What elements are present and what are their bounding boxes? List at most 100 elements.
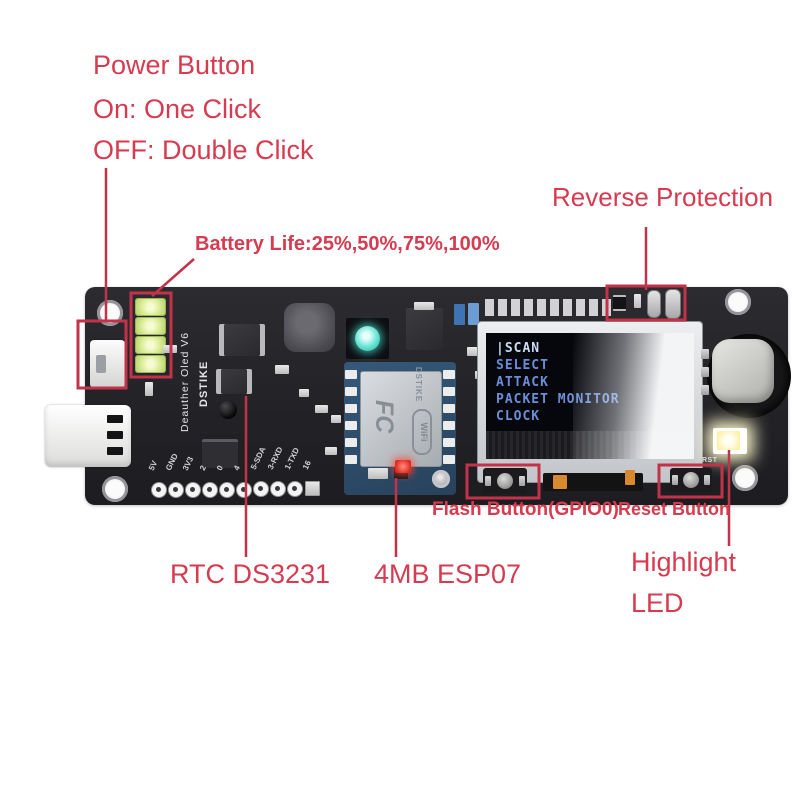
- battery-led-25: [135, 355, 166, 373]
- blue-smd-component: [454, 304, 465, 325]
- button-clip: [672, 475, 678, 485]
- button-clip: [485, 476, 491, 486]
- smd-component: [325, 447, 337, 455]
- menu-item-clock: CLOCK: [496, 409, 541, 424]
- oled-display: |SCAN SELECT ATTACK PACKET MONITOR CLOCK: [478, 322, 702, 482]
- module-pad: [345, 404, 357, 413]
- pin-hole-4: [236, 482, 252, 498]
- menu-cursor: |: [496, 341, 505, 356]
- pin-label: 16: [300, 459, 313, 471]
- module-pad: [443, 438, 455, 447]
- rgb-neopixel-led: [346, 318, 389, 359]
- battery-led-75: [135, 317, 166, 335]
- button-clip: [519, 476, 525, 486]
- module-pad: [345, 421, 357, 430]
- reverse-protection-component: [647, 290, 661, 318]
- pin-label: 5V: [146, 459, 160, 472]
- reverse-protection-label: Reverse Protection: [552, 182, 774, 212]
- silkscreen-board-name: Deauther Oled V6: [179, 331, 191, 432]
- fcc-logo: FC: [370, 399, 399, 434]
- smd-component: [315, 405, 328, 413]
- kapton-tab: [553, 475, 567, 489]
- button-clip: [704, 475, 710, 485]
- reverse-protection-component: [665, 289, 681, 319]
- pin-hole-0: [219, 482, 235, 498]
- smd-component: [299, 389, 309, 397]
- battery-led-50: [135, 336, 166, 354]
- nav-button-pin: [701, 367, 709, 377]
- module-pad: [443, 370, 455, 379]
- pin-hole-gnd: [168, 482, 184, 498]
- nav-button: [712, 339, 774, 403]
- pin-label: 3V3: [180, 455, 196, 472]
- module-pad: [345, 438, 357, 447]
- module-pad: [345, 387, 357, 396]
- module-pad: [345, 455, 357, 464]
- rst-silkscreen-label: RST: [702, 457, 718, 464]
- voltage-regulator: [406, 302, 443, 350]
- reset-button-cap: [683, 472, 699, 488]
- micro-usb-connector: [45, 405, 131, 467]
- esp07-metal-shield: FC DSTIKE WiFi: [360, 367, 442, 467]
- module-brand-label: DSTIKE: [414, 366, 424, 403]
- menu-item-scan: |SCAN: [496, 341, 541, 356]
- module-pad: [443, 387, 455, 396]
- smd-component: [145, 382, 153, 396]
- module-pad: [345, 370, 357, 379]
- usb-contact: [107, 415, 123, 423]
- usb-contact: [107, 431, 123, 439]
- smd-component: [467, 347, 479, 356]
- pin-hole-txd: [287, 481, 303, 497]
- mounting-hole-bottom-right: [732, 465, 758, 491]
- power-button-component: [90, 340, 125, 388]
- deauther-pcb-board: Deauther Oled V6 DSTIKE: [45, 287, 791, 505]
- power-inductor: [284, 303, 335, 352]
- pin-hole-2: [202, 482, 218, 498]
- mounting-hole-top-right: [725, 289, 751, 315]
- ufl-antenna-connector: [432, 470, 450, 488]
- nav-button-pin: [701, 385, 709, 395]
- pin-label: 1-TXD: [282, 446, 302, 471]
- rtc-ds3231-chip: [221, 369, 247, 394]
- module-pad: [443, 421, 455, 430]
- status-led-red: [395, 460, 411, 473]
- pin-label: GND: [163, 452, 180, 472]
- usb-contact: [107, 447, 123, 455]
- regulator-tab: [414, 302, 434, 310]
- oled-screen: |SCAN SELECT ATTACK PACKET MONITOR CLOCK: [486, 333, 694, 459]
- pin-hole-5v: [151, 482, 167, 498]
- qfn-chip: [202, 439, 238, 468]
- mounting-hole-top-left: [97, 300, 123, 326]
- blue-smd-component: [468, 303, 479, 325]
- test-point: [219, 401, 237, 419]
- soic-chip: [224, 324, 260, 356]
- screen-glare: [573, 333, 694, 459]
- reverse-protection-smd: [634, 294, 641, 308]
- pin-hole-16: [305, 481, 320, 496]
- power-label-line1: Power Button: [93, 50, 256, 80]
- pin-label: 4: [231, 464, 242, 472]
- mounting-hole-bottom-left: [102, 476, 128, 502]
- reverse-protection-diode: [613, 295, 626, 311]
- reset-button-label: Reset Button: [618, 499, 730, 519]
- smd-component: [331, 415, 341, 423]
- wifi-logo: WiFi: [412, 409, 432, 455]
- highlight-led: [713, 428, 747, 454]
- battery-life-label: Battery Life:25%,50%,75%,100%: [195, 233, 500, 255]
- flash-button-cap: [497, 473, 513, 489]
- pin-hole-3v3: [185, 482, 201, 498]
- module-smd: [368, 468, 388, 479]
- flash-button-component: [483, 468, 527, 494]
- menu-item-select: SELECT: [496, 358, 549, 373]
- top-header-pads: [485, 299, 611, 316]
- power-label-line3: OFF: Double Click: [93, 135, 314, 165]
- pin-label: 3-RXD: [265, 445, 285, 471]
- esp-label: 4MB ESP07: [374, 559, 522, 589]
- battery-led-100: [135, 298, 166, 316]
- module-pad: [443, 404, 455, 413]
- rtc-label: RTC DS3231: [170, 559, 331, 589]
- reset-button-component: [670, 468, 712, 492]
- smd-component: [275, 365, 289, 374]
- kapton-tab: [625, 470, 635, 485]
